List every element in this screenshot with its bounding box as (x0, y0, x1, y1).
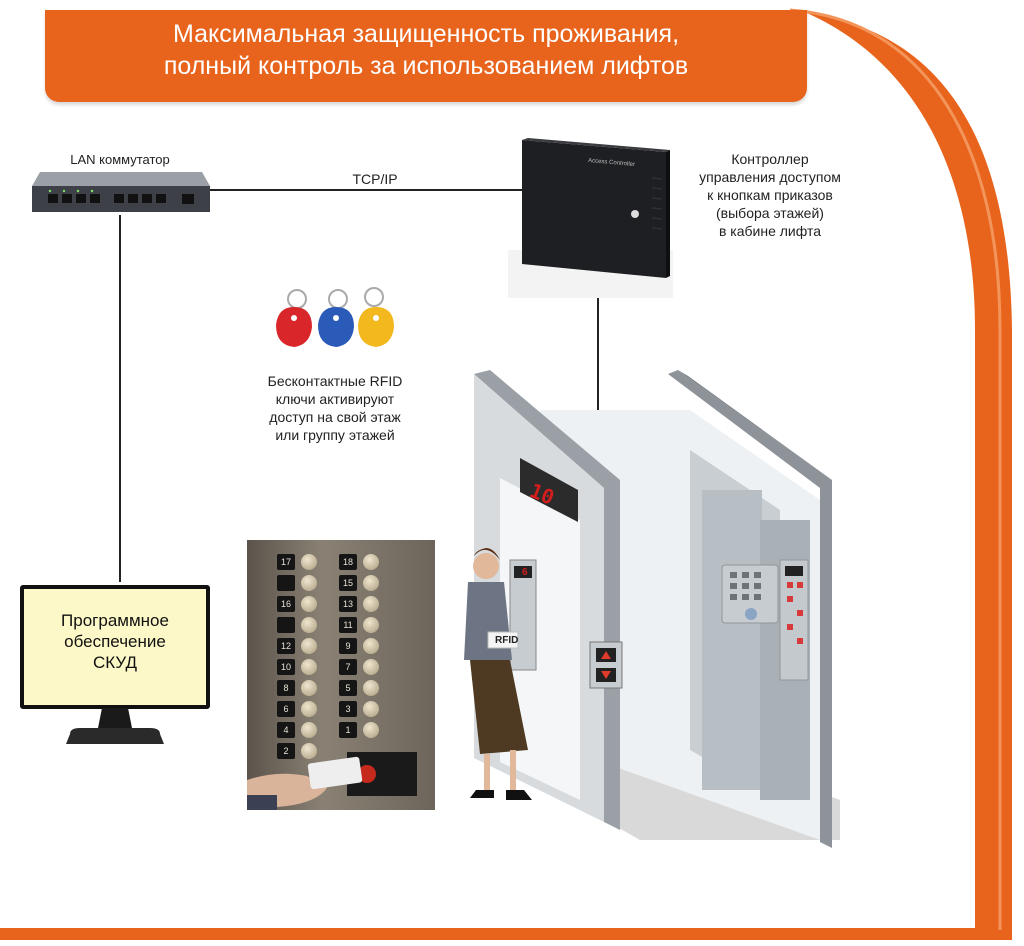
panel-button (277, 617, 335, 635)
panel-button-key: 9 (339, 638, 357, 654)
panel-button-round (301, 701, 317, 717)
monitor-stand-icon (66, 708, 164, 744)
panel-button: 17 (277, 554, 335, 572)
panel-button-round (363, 575, 379, 591)
monitor-label-line: Программное (61, 611, 169, 630)
panel-button-round (301, 617, 317, 633)
panel-button-key: 5 (339, 680, 357, 696)
panel-button-round (301, 659, 317, 675)
panel-button-round (363, 701, 379, 717)
controller-label-line: Контроллер (731, 151, 809, 167)
panel-button-key: 15 (339, 575, 357, 591)
panel-button-key: 8 (277, 680, 295, 696)
panel-small-display: 6 (522, 567, 528, 578)
panel-button-key: 16 (277, 596, 295, 612)
panel-button (277, 575, 335, 593)
monitor-label: Программное обеспечение СКУД (24, 610, 206, 673)
controller-label-line: управления доступом (699, 169, 841, 185)
panel-button-key: 6 (277, 701, 295, 717)
panel-button: 4 (277, 722, 335, 740)
rfid-label-line: или группу этажей (275, 427, 395, 443)
rfid-label-line: Бесконтактные RFID (267, 373, 403, 389)
panel-button: 9 (339, 638, 397, 656)
controller-label: Контроллер управления доступом к кнопкам… (670, 150, 870, 240)
panel-button-round (363, 596, 379, 612)
tcpip-label: TCP/IP (352, 171, 398, 187)
controller-label-line: в кабине лифта (718, 223, 822, 239)
panel-button-key: 18 (339, 554, 357, 570)
panel-button-key: 10 (277, 659, 295, 675)
title-line-1: Максимальная защищенность проживания, (172, 20, 680, 48)
panel-button-round (363, 722, 379, 738)
panel-button-round (363, 554, 379, 570)
rfid-label-line: доступ на свой этаж (269, 409, 401, 425)
panel-button-round (301, 743, 317, 759)
panel-button-round (363, 617, 379, 633)
panel-button-round (301, 596, 317, 612)
panel-button-key: 1 (339, 722, 357, 738)
panel-button-round (301, 638, 317, 654)
panel-button-key: 11 (339, 617, 357, 633)
panel-button: 6 (277, 701, 335, 719)
panel-button-round (301, 722, 317, 738)
lan-switch-icon (32, 172, 210, 212)
monitor-label-line: обеспечение (64, 632, 166, 651)
panel-button: 1 (339, 722, 397, 740)
panel-button: 18 (339, 554, 397, 572)
panel-button-round (301, 680, 317, 696)
title-banner (45, 10, 807, 102)
panel-button-key (277, 575, 295, 591)
rfid-label-line: ключи активируют (275, 391, 395, 407)
panel-button-key: 4 (277, 722, 295, 738)
panel-button-key (277, 617, 295, 633)
panel-button: 13 (339, 596, 397, 614)
panel-button: 10 (277, 659, 335, 677)
panel-button-key: 12 (277, 638, 295, 654)
panel-button: 3 (339, 701, 397, 719)
panel-button-round (363, 680, 379, 696)
monitor-screen (20, 585, 210, 709)
controller-label-line: к кнопкам приказов (707, 187, 833, 203)
panel-button-key: 7 (339, 659, 357, 675)
panel-button: 2 (277, 743, 335, 761)
panel-button: 12 (277, 638, 335, 656)
panel-button-key: 3 (339, 701, 357, 717)
elevator-illustration (464, 370, 840, 848)
panel-button-round (363, 638, 379, 654)
rfid-keyfobs-icon (276, 287, 394, 347)
panel-button: 15 (339, 575, 397, 593)
panel-button-round (301, 575, 317, 591)
access-controller-icon (508, 138, 673, 298)
panel-button-key: 13 (339, 596, 357, 612)
panel-button: 5 (339, 680, 397, 698)
rfid-card-text: RFID (495, 635, 519, 646)
switch-label: LAN коммутатор (70, 152, 170, 167)
monitor-label-line: СКУД (93, 653, 137, 672)
panel-button: 16 (277, 596, 335, 614)
panel-button: 8 (277, 680, 335, 698)
panel-button-key: 2 (277, 743, 295, 759)
hand-with-card-icon (247, 752, 417, 810)
panel-button: 7 (339, 659, 397, 677)
panel-button-round (363, 659, 379, 675)
title-line-2: полный контроль за использованием лифтов (163, 52, 689, 80)
page-title: Максимальная защищенность проживания, по… (45, 18, 807, 82)
panel-button-key: 17 (277, 554, 295, 570)
panel-button: 11 (339, 617, 397, 635)
rfid-label: Бесконтактные RFID ключи активируют дост… (240, 372, 430, 444)
panel-button-round (301, 554, 317, 570)
controller-label-line: (выбора этажей) (716, 205, 824, 221)
